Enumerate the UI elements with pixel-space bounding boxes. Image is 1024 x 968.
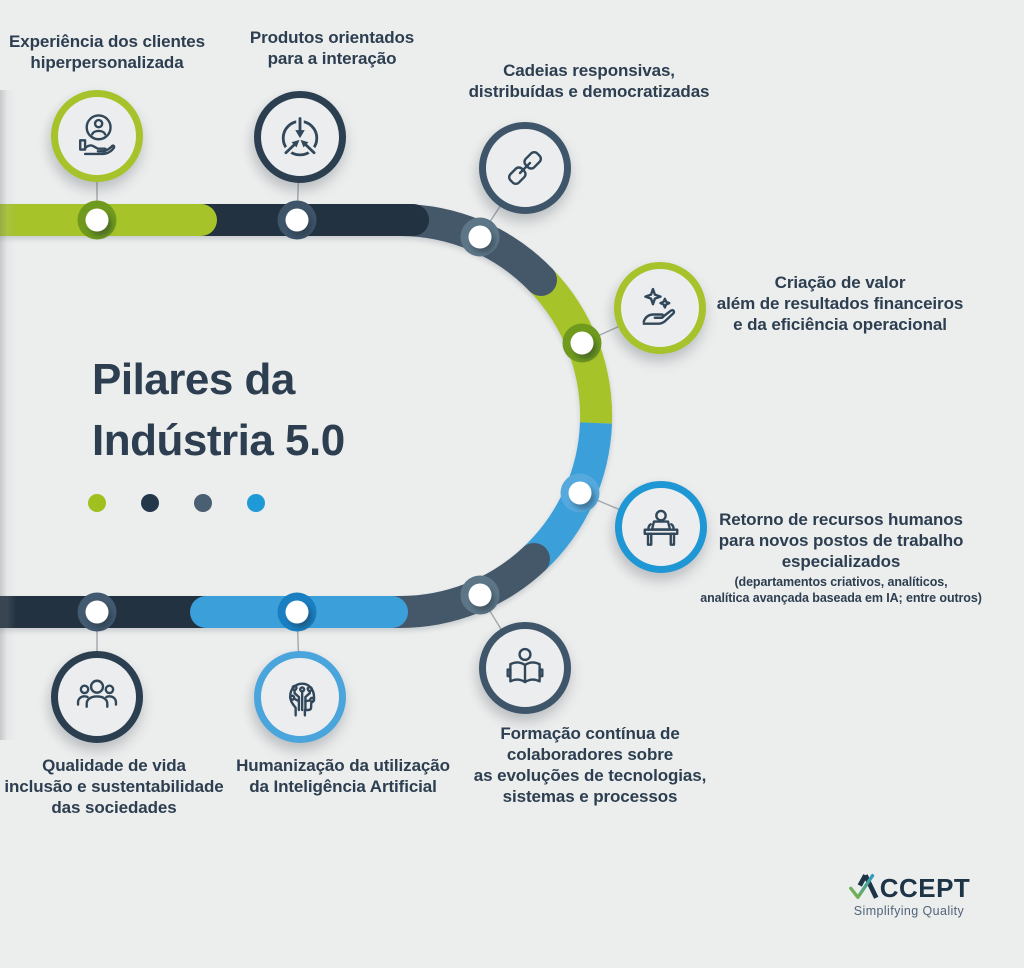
pillar-circle-interactive-products [254,91,346,183]
pillar-circle-responsive-chains [479,122,571,214]
label-interactive-products: Produtos orientados para a interação [249,28,415,69]
accept-logo-tagline: Simplifying Quality [853,904,965,918]
ai-head-circuit-icon [289,682,316,717]
pillar-circle-customer-experience [51,90,143,182]
label-continuous-training: Formação contínua de colaboradores sobre… [473,724,707,807]
node-hr-return [560,473,600,513]
node-value-creation [562,323,602,363]
converging-arrows-icon [280,113,320,158]
sparkle-hand-icon [642,287,676,325]
node-customer-experience [77,200,117,240]
chain-link-icon [507,150,543,186]
label-hr-return: Retorno de recursos humanos para novos p… [690,488,992,627]
track-nodes [77,200,602,632]
person-on-hand-icon [79,114,116,156]
label-customer-experience: Experiência dos clientes hiperpersonaliz… [8,32,206,73]
label-ai-humanization: Humanização da utilização da Inteligênci… [236,756,450,797]
accept-logo: CCEPT Simplifying Quality [834,872,984,918]
legend-dots [88,494,265,512]
pillar-circle-ai-humanization [254,651,346,743]
pillar-circle-hr-return [615,481,707,573]
label-quality-of-life: Qualidade de vida inclusão e sustentabil… [4,756,224,818]
node-continuous-training [460,575,500,615]
accept-logo-a-checkmark-icon [848,873,879,900]
person-reading-book-icon [506,647,544,684]
pillar-circle-quality-of-life [51,651,143,743]
pillar-circle-value-creation [614,262,706,354]
accept-logo-wordmark: CCEPT [848,872,971,901]
node-interactive-products [277,200,317,240]
node-quality-of-life [77,592,117,632]
label-hr-return-note: (departamentos criativos, analíticos, an… [700,575,982,605]
node-responsive-chains [460,217,500,257]
node-ai-humanization [277,592,317,632]
label-responsive-chains: Cadeias responsivas, distribuídas e demo… [468,61,710,102]
legend-dot-blue [247,494,265,512]
legend-dot-green [88,494,106,512]
people-group-icon [76,679,118,708]
page-title: Pilares da Indústria 5.0 [92,355,345,465]
label-hr-return-main: Retorno de recursos humanos para novos p… [718,510,964,572]
label-value-creation: Criação de valor além de resultados fina… [716,273,964,335]
accept-logo-text: CCEPT [879,873,971,903]
person-at-desk-icon [643,509,679,546]
legend-dot-slate [194,494,212,512]
legend-dot-navy [141,494,159,512]
pillar-circle-continuous-training [479,622,571,714]
